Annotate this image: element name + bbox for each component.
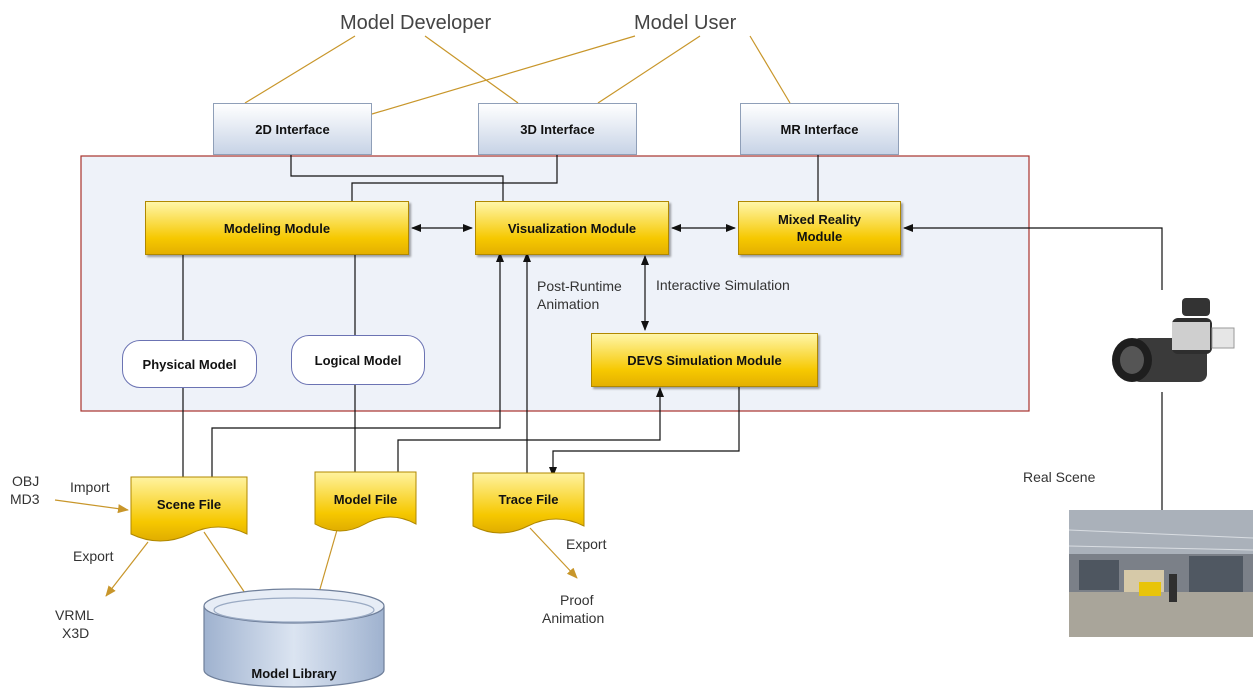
real-scene-label: Real Scene xyxy=(1023,469,1096,485)
x3d-label: X3D xyxy=(62,625,90,641)
model-library-label: Model Library xyxy=(251,666,337,681)
model-user-label: Model User xyxy=(634,12,737,34)
scene-file-shape xyxy=(130,476,248,542)
modeling-module: Modeling Module xyxy=(145,201,409,255)
model-file-shape xyxy=(314,471,417,532)
interactive-simulation-label: Interactive Simulation xyxy=(656,277,790,293)
trace-file-label: Trace File xyxy=(498,492,559,507)
scene-file-label: Scene File xyxy=(156,497,222,512)
model-file-label: Model File xyxy=(333,492,398,507)
interface-mr: MR Interface xyxy=(740,103,899,155)
mixed-reality-line2: Module xyxy=(796,229,843,244)
model-developer-label: Model Developer xyxy=(340,12,492,34)
devs-simulation-module: DEVS Simulation Module xyxy=(591,333,818,387)
logical-model: Logical Model xyxy=(291,335,425,385)
mixed-reality-line1: Mixed Reality xyxy=(777,212,862,227)
proof-animation-label: Animation xyxy=(542,610,605,626)
post-runtime-label-1: Post-Runtime xyxy=(537,278,622,294)
post-runtime-label-2: Animation xyxy=(537,296,600,312)
real-scene-photo xyxy=(1068,510,1254,637)
obj-label: OBJ xyxy=(12,473,40,489)
video-camera-icon xyxy=(1112,298,1235,382)
physical-model: Physical Model xyxy=(122,340,257,388)
visualization-module: Visualization Module xyxy=(475,201,669,255)
proof-label: Proof xyxy=(560,592,594,608)
interface-2d: 2D Interface xyxy=(213,103,372,155)
mixed-reality-module: Mixed Reality Module xyxy=(738,201,901,255)
trace-file-shape xyxy=(472,472,585,534)
database-cylinder xyxy=(203,588,385,688)
export-scene-label: Export xyxy=(73,548,114,564)
import-label: Import xyxy=(70,479,110,495)
actor-links xyxy=(244,35,791,115)
file-shapes xyxy=(130,471,585,542)
io-links xyxy=(54,499,578,597)
internal-links xyxy=(182,155,1163,510)
interface-3d: 3D Interface xyxy=(478,103,637,155)
vrml-label: VRML xyxy=(55,607,94,623)
md3-label: MD3 xyxy=(10,491,40,507)
export-trace-label: Export xyxy=(566,536,607,552)
